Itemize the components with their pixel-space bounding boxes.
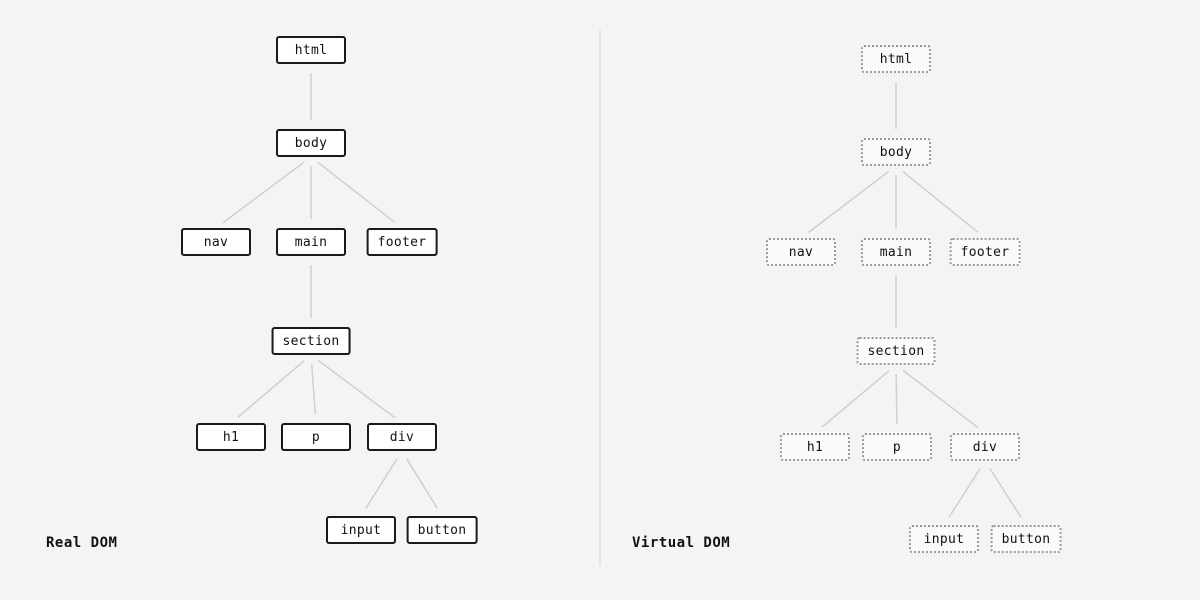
virtual-dom-node-nav: nav — [766, 238, 836, 266]
panel-divider — [599, 30, 601, 566]
real-dom-node-body: body — [276, 129, 346, 157]
real-dom-node-button: button — [406, 516, 478, 544]
virtual-dom-node-body: body — [861, 138, 931, 166]
real-dom-node-input: input — [326, 516, 396, 544]
real-dom-node-section: section — [271, 327, 351, 355]
virtual-dom-label: Virtual DOM — [632, 535, 731, 551]
virtual-dom-node-html: html — [861, 45, 931, 73]
virtual-dom-node-h1: h1 — [780, 433, 850, 461]
virtual-dom-node-section: section — [856, 337, 936, 365]
virtual-dom-node-footer: footer — [949, 238, 1021, 266]
virtual-dom-node-main: main — [861, 238, 931, 266]
real-dom-node-nav: nav — [181, 228, 251, 256]
real-dom-node-p: p — [281, 423, 351, 451]
real-dom-label: Real DOM — [46, 535, 118, 551]
virtual-dom-node-div: div — [950, 433, 1020, 461]
real-dom-node-h1: h1 — [196, 423, 266, 451]
real-dom-node-footer: footer — [366, 228, 438, 256]
virtual-dom-node-p: p — [862, 433, 932, 461]
virtual-dom-node-input: input — [909, 525, 979, 553]
virtual-dom-node-button: button — [990, 525, 1062, 553]
real-dom-node-main: main — [276, 228, 346, 256]
real-dom-node-html: html — [276, 36, 346, 64]
real-dom-node-div: div — [367, 423, 437, 451]
